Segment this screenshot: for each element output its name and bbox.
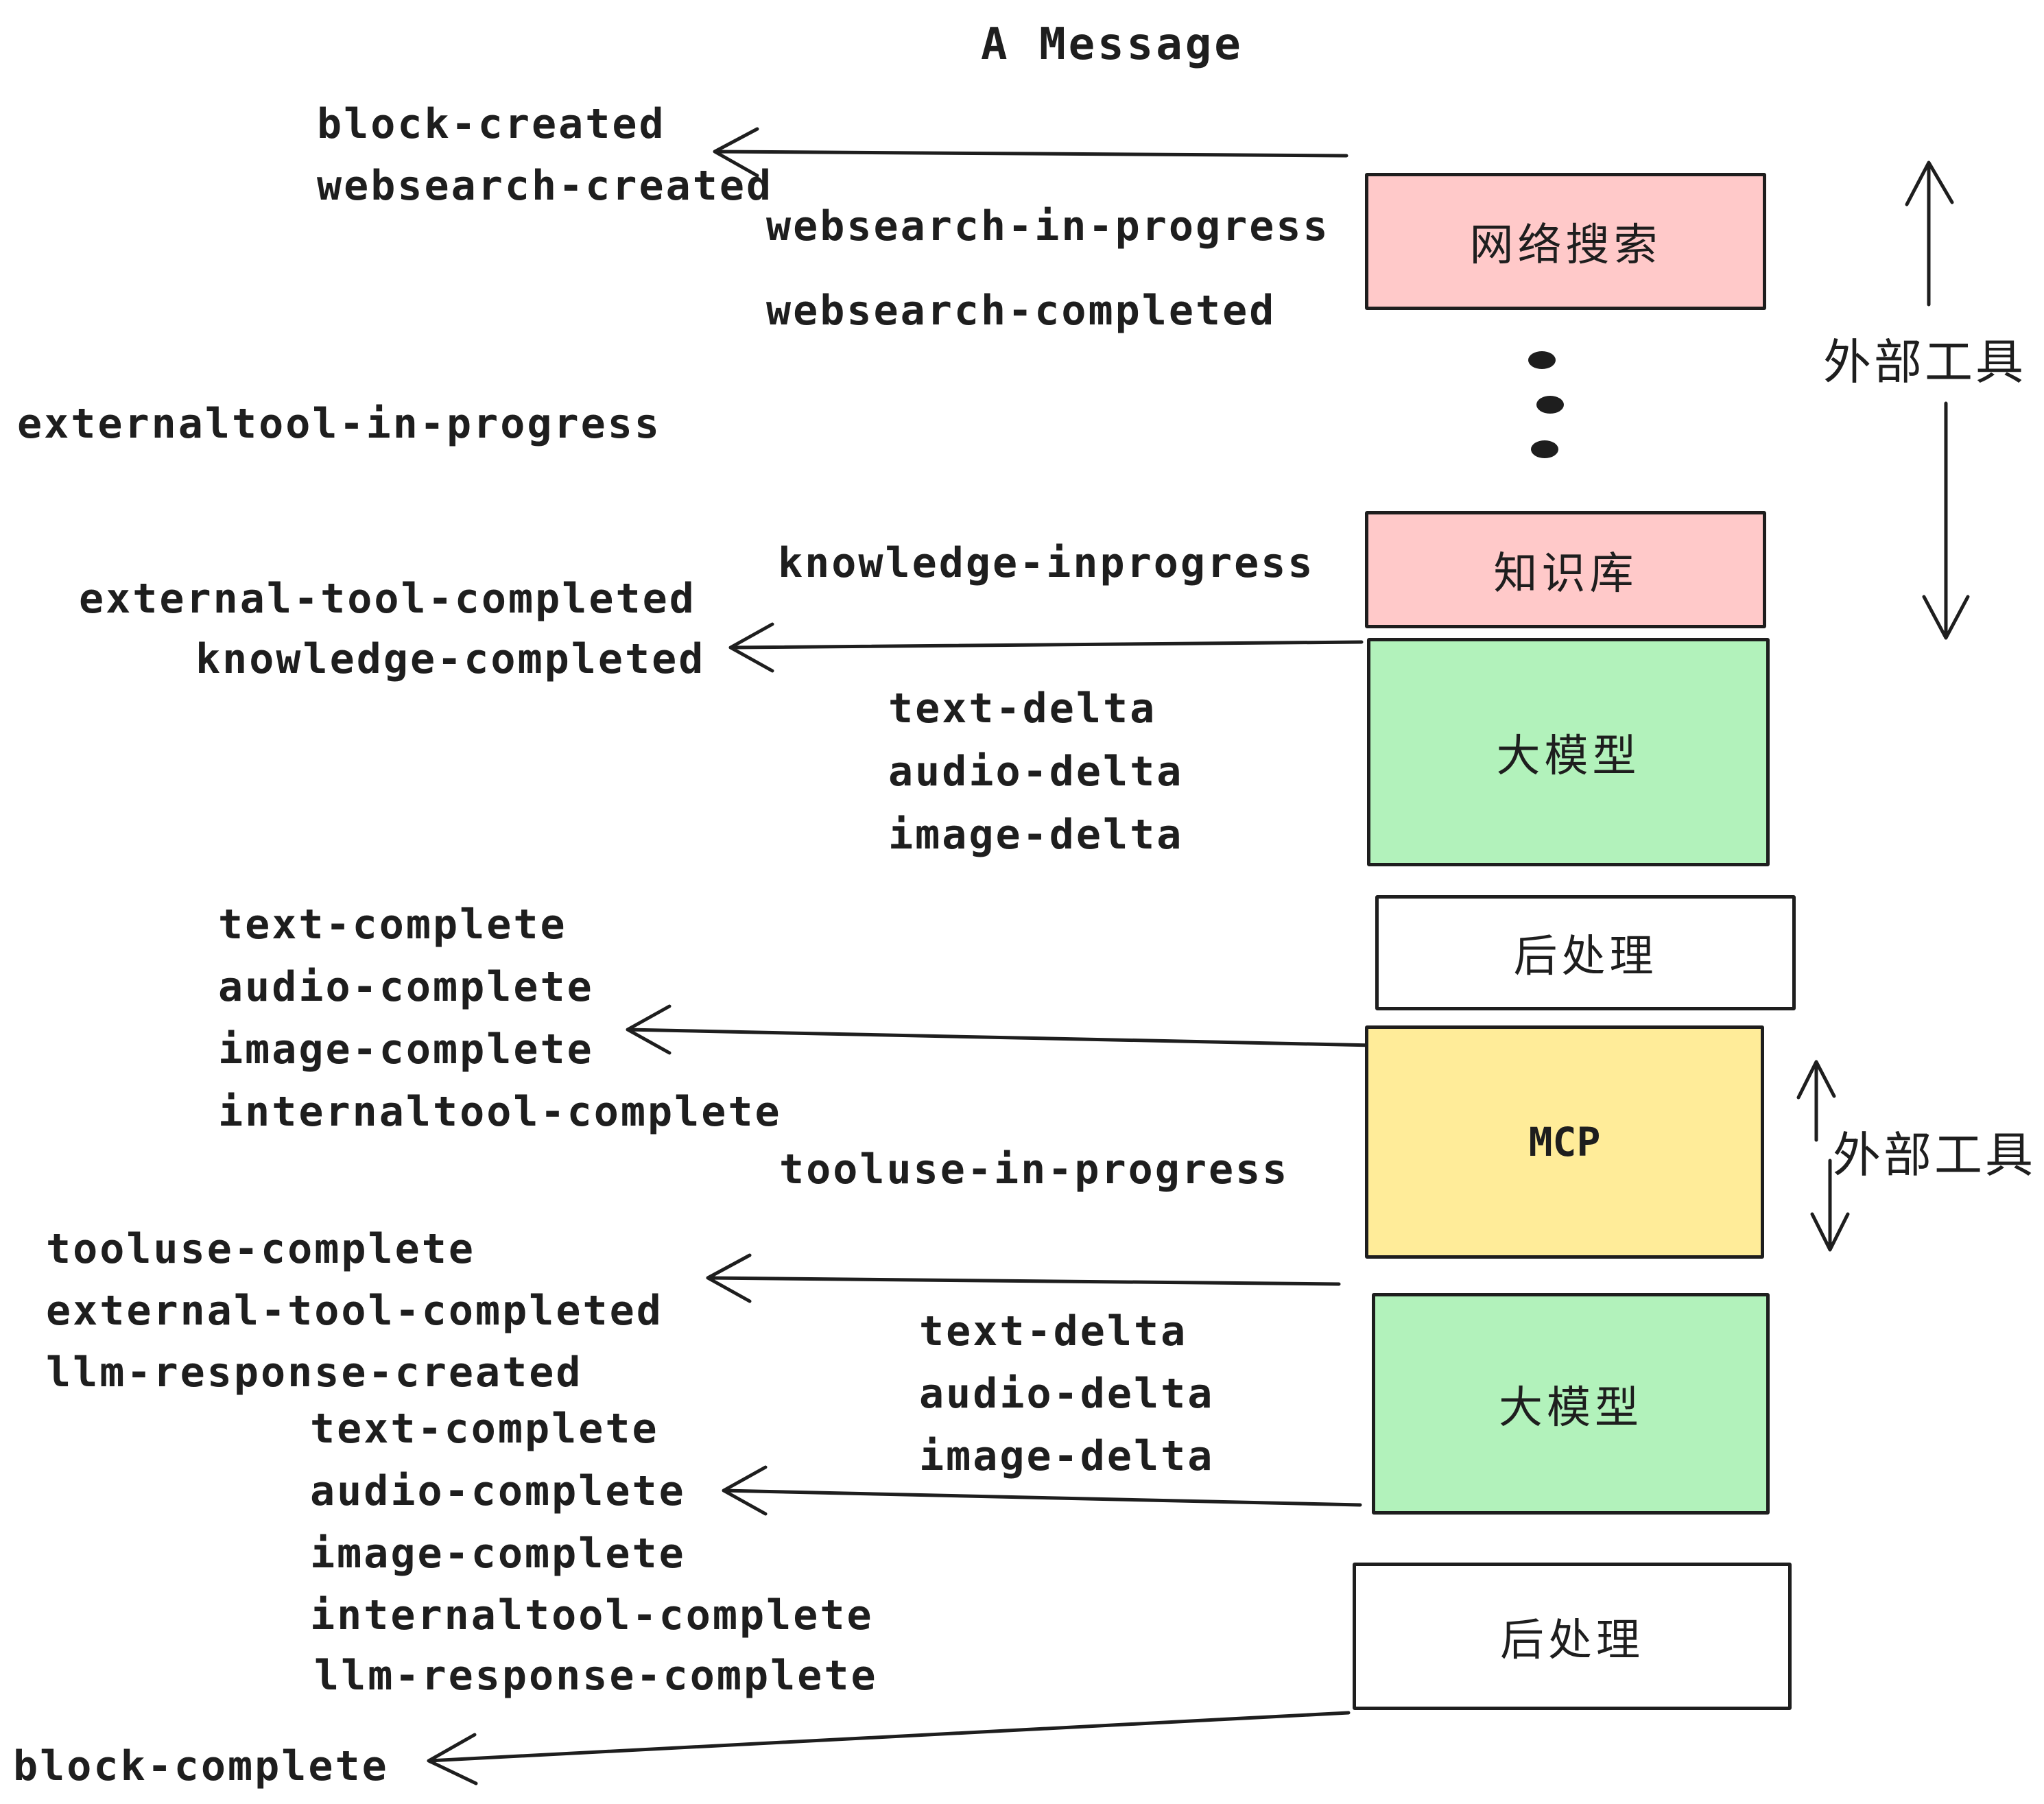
event-label-audio-delta: audio-delta [888,748,1184,796]
event-label-llm-response-complete: llm-response-complete [314,1652,878,1700]
box-postprocess-2: 后处理 [1353,1563,1792,1710]
event-label-internaltool-complete: internaltool-complete [218,1088,782,1136]
box-llm-1: 大模型 [1367,638,1770,866]
event-label-external-tool-completed-2: external-tool-completed [46,1287,663,1335]
ellipsis-dot [1536,396,1564,414]
arrow-to-block-complete [427,1711,1351,1785]
box-mcp: MCP [1365,1025,1764,1259]
event-label-audio-delta-2: audio-delta [919,1370,1215,1418]
event-label-tooluse-complete: tooluse-complete [46,1225,475,1273]
event-label-knowledge-inprogress: knowledge-inprogress [778,539,1315,587]
box-postprocess-1: 后处理 [1375,895,1796,1010]
ellipsis-dot [1531,440,1558,458]
box-llm-2-label: 大模型 [1499,1382,1643,1432]
box-knowledge-base: 知识库 [1365,511,1766,628]
event-label-audio-complete-2: audio-complete [310,1467,686,1515]
event-label-text-complete-2: text-complete [310,1405,659,1453]
event-label-tooluse-in-progress: tooluse-in-progress [779,1146,1290,1194]
event-label-externaltool-in-progress: externaltool-in-progress [17,400,661,448]
box-postprocess-1-label: 后处理 [1513,931,1658,981]
box-knowledge-base-label: 知识库 [1493,548,1638,598]
box-mcp-label: MCP [1528,1119,1601,1165]
external-tools-down-arrow-1 [1922,401,1970,640]
event-label-block-complete: block-complete [13,1742,389,1790]
box-websearch: 网络搜索 [1365,173,1766,310]
side-label-external-tools-2: 外部工具 [1833,1128,2036,1182]
event-label-image-delta-2: image-delta [919,1432,1215,1480]
event-label-text-delta: text-delta [888,685,1157,733]
event-label-websearch-completed: websearch-completed [766,287,1276,335]
event-label-text-complete: text-complete [218,901,567,949]
box-llm-1-label: 大模型 [1496,731,1641,781]
ellipsis-dot [1528,351,1556,369]
event-label-image-delta: image-delta [888,811,1184,859]
side-label-external-tools-1: 外部工具 [1823,335,2026,389]
box-postprocess-2-label: 后处理 [1500,1615,1644,1665]
arrow-to-knowledge-completed [728,622,1364,673]
event-label-text-delta-2: text-delta [919,1307,1188,1355]
event-label-websearch-created: websearch-created [317,162,774,210]
arrow-to-tooluse-complete [706,1253,1341,1303]
event-label-image-complete-2: image-complete [310,1530,686,1578]
event-label-llm-response-created: llm-response-created [46,1349,583,1397]
external-tools-up-arrow-2 [1796,1060,1836,1142]
event-label-internaltool-complete-2: internaltool-complete [310,1591,874,1639]
event-label-block-created: block-created [317,100,666,148]
box-llm-2: 大模型 [1372,1293,1770,1515]
external-tools-up-arrow-1 [1905,161,1954,307]
event-label-audio-complete: audio-complete [218,963,594,1011]
box-websearch-label: 网络搜索 [1469,220,1662,270]
arrow-to-websearch-created [713,127,1348,178]
event-label-knowledge-completed: knowledge-completed [195,635,706,683]
event-label-image-complete: image-complete [218,1025,594,1073]
event-label-websearch-in-progress: websearch-in-progress [766,202,1330,250]
event-label-external-tool-completed: external-tool-completed [79,575,696,623]
diagram-title: A Message [981,19,1244,70]
arrow-to-image-complete [626,1004,1376,1055]
